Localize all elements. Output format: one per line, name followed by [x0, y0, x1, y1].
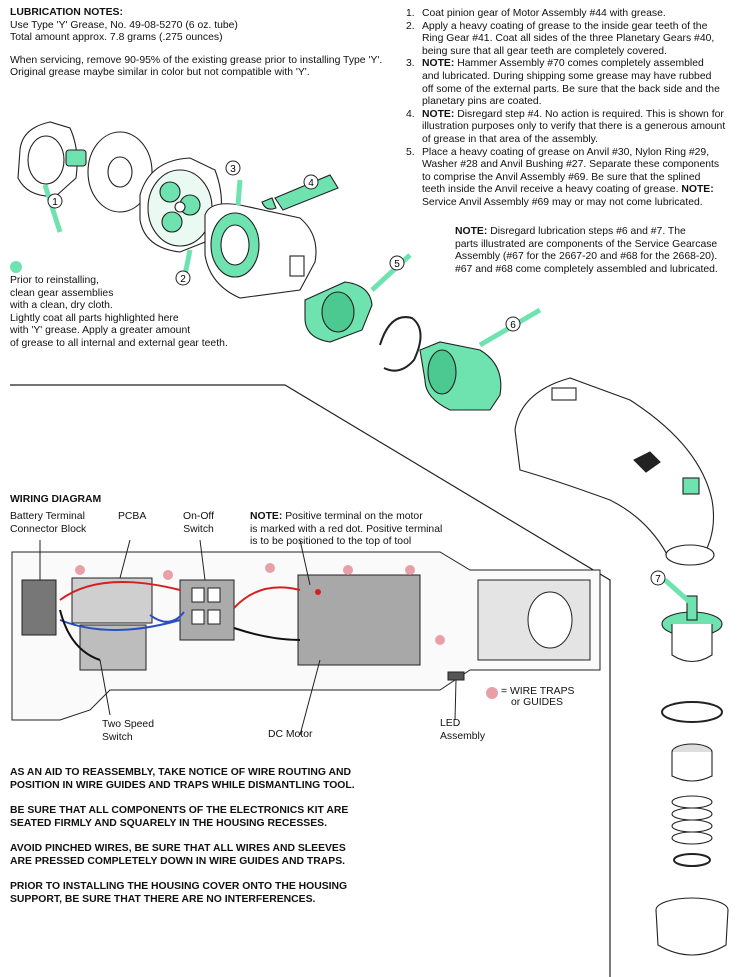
lubrication-notes: LUBRICATION NOTES: Use Type 'Y' Grease, … [10, 7, 400, 80]
callout-7: 7 [650, 570, 666, 586]
led-assembly [447, 671, 465, 681]
anvil-assembly [419, 341, 502, 411]
wiring-diagram-title: WIRING DIAGRAM [10, 494, 102, 505]
on-off-switch-label: On-Off Switch [183, 511, 214, 535]
callout-6: 6 [505, 316, 521, 332]
svg-text:1: 1 [52, 197, 58, 208]
two-speed-switch-label: Two Speed Switch [102, 719, 154, 743]
wire-trap-legend-dot [486, 687, 498, 699]
step-4: 4. NOTE: Disregard step #4. No action is… [406, 108, 726, 145]
retaining-ring [379, 316, 422, 372]
gearcase-assembly [514, 377, 715, 566]
instruction-3: AVOID PINCHED WIRES, BE SURE THAT ALL WI… [10, 843, 346, 867]
svg-text:4: 4 [308, 178, 314, 189]
bushing [671, 743, 713, 782]
callout-5: 5 [389, 255, 405, 271]
motor-assembly [17, 121, 87, 197]
callout-1: 1 [47, 193, 63, 209]
on-off-switch [179, 579, 235, 641]
grease-legend-dot [10, 261, 22, 273]
callout-3: 3 [225, 160, 241, 176]
planetary-gear-assembly [139, 157, 222, 253]
svg-text:5: 5 [394, 259, 400, 270]
svg-text:3: 3 [230, 164, 236, 175]
lubrication-line-3: When servicing, remove 90-95% of the exi… [10, 54, 383, 66]
spindle-assembly [661, 595, 723, 663]
battery-terminal-label: Battery Terminal Connector Block [10, 511, 87, 535]
instruction-2: BE SURE THAT ALL COMPONENTS OF THE ELECT… [10, 805, 349, 829]
spring [671, 795, 713, 845]
svg-text:2: 2 [180, 274, 186, 285]
lubrication-line-4: Original grease maybe similar in color b… [10, 67, 310, 79]
dc-motor [297, 574, 421, 666]
black-wire [59, 609, 301, 661]
callout-4: 4 [303, 174, 319, 190]
wiring-diagram [11, 540, 601, 736]
wire-trap-legend: = WIRE TRAPS or GUIDES [501, 686, 575, 708]
lubrication-line-1: Use Type 'Y' Grease, No. 49-08-5270 (6 o… [10, 19, 238, 31]
o-ring [673, 853, 711, 867]
ring-gear [204, 203, 317, 299]
front-cap [655, 897, 729, 956]
grease-tube [261, 174, 339, 211]
clean-gear-note: Prior to reinstalling, clean gear assemb… [10, 275, 228, 349]
note-steps-6-7: NOTE: Disregard lubrication steps #6 and… [455, 226, 718, 275]
spacer-washer [87, 131, 153, 213]
battery-terminal-block [21, 579, 57, 636]
lubrication-steps: 1. Coat pinion gear of Motor Assembly #4… [406, 8, 746, 210]
instruction-4: PRIOR TO INSTALLING THE HOUSING COVER ON… [10, 881, 348, 905]
positive-terminal-note: NOTE: Positive terminal on the motor is … [250, 511, 443, 548]
section-divider [10, 384, 611, 977]
wire-traps [75, 563, 445, 645]
lubrication-line-2: Total amount approx. 7.8 grams (.275 oun… [10, 32, 223, 44]
retaining-clip-lower [661, 701, 723, 723]
callout-2: 2 [175, 270, 191, 286]
svg-text:6: 6 [510, 320, 516, 331]
dc-motor-label: DC Motor [268, 729, 313, 740]
lubrication-title: LUBRICATION NOTES: [10, 7, 123, 18]
step-5: 5. Place a heavy coating of grease on An… [406, 146, 720, 208]
instruction-1: AS AN AID TO REASSEMBLY, TAKE NOTICE OF … [10, 767, 355, 791]
two-speed-switch [79, 624, 147, 671]
pcba-board [71, 577, 153, 624]
red-wire [59, 581, 301, 609]
step-1: 1. Coat pinion gear of Motor Assembly #4… [406, 8, 666, 19]
step-2: 2. Apply a heavy coating of grease to th… [406, 20, 715, 57]
svg-text:7: 7 [655, 574, 661, 585]
led-assembly-label: LED Assembly [440, 718, 486, 742]
reassembly-instructions: AS AN AID TO REASSEMBLY, TAKE NOTICE OF … [10, 766, 410, 906]
step-3: 3. NOTE: Hammer Assembly #70 comes compl… [406, 58, 720, 108]
pcba-label: PCBA [118, 511, 147, 522]
hammer-assembly [304, 281, 373, 343]
blue-wire [59, 611, 185, 631]
